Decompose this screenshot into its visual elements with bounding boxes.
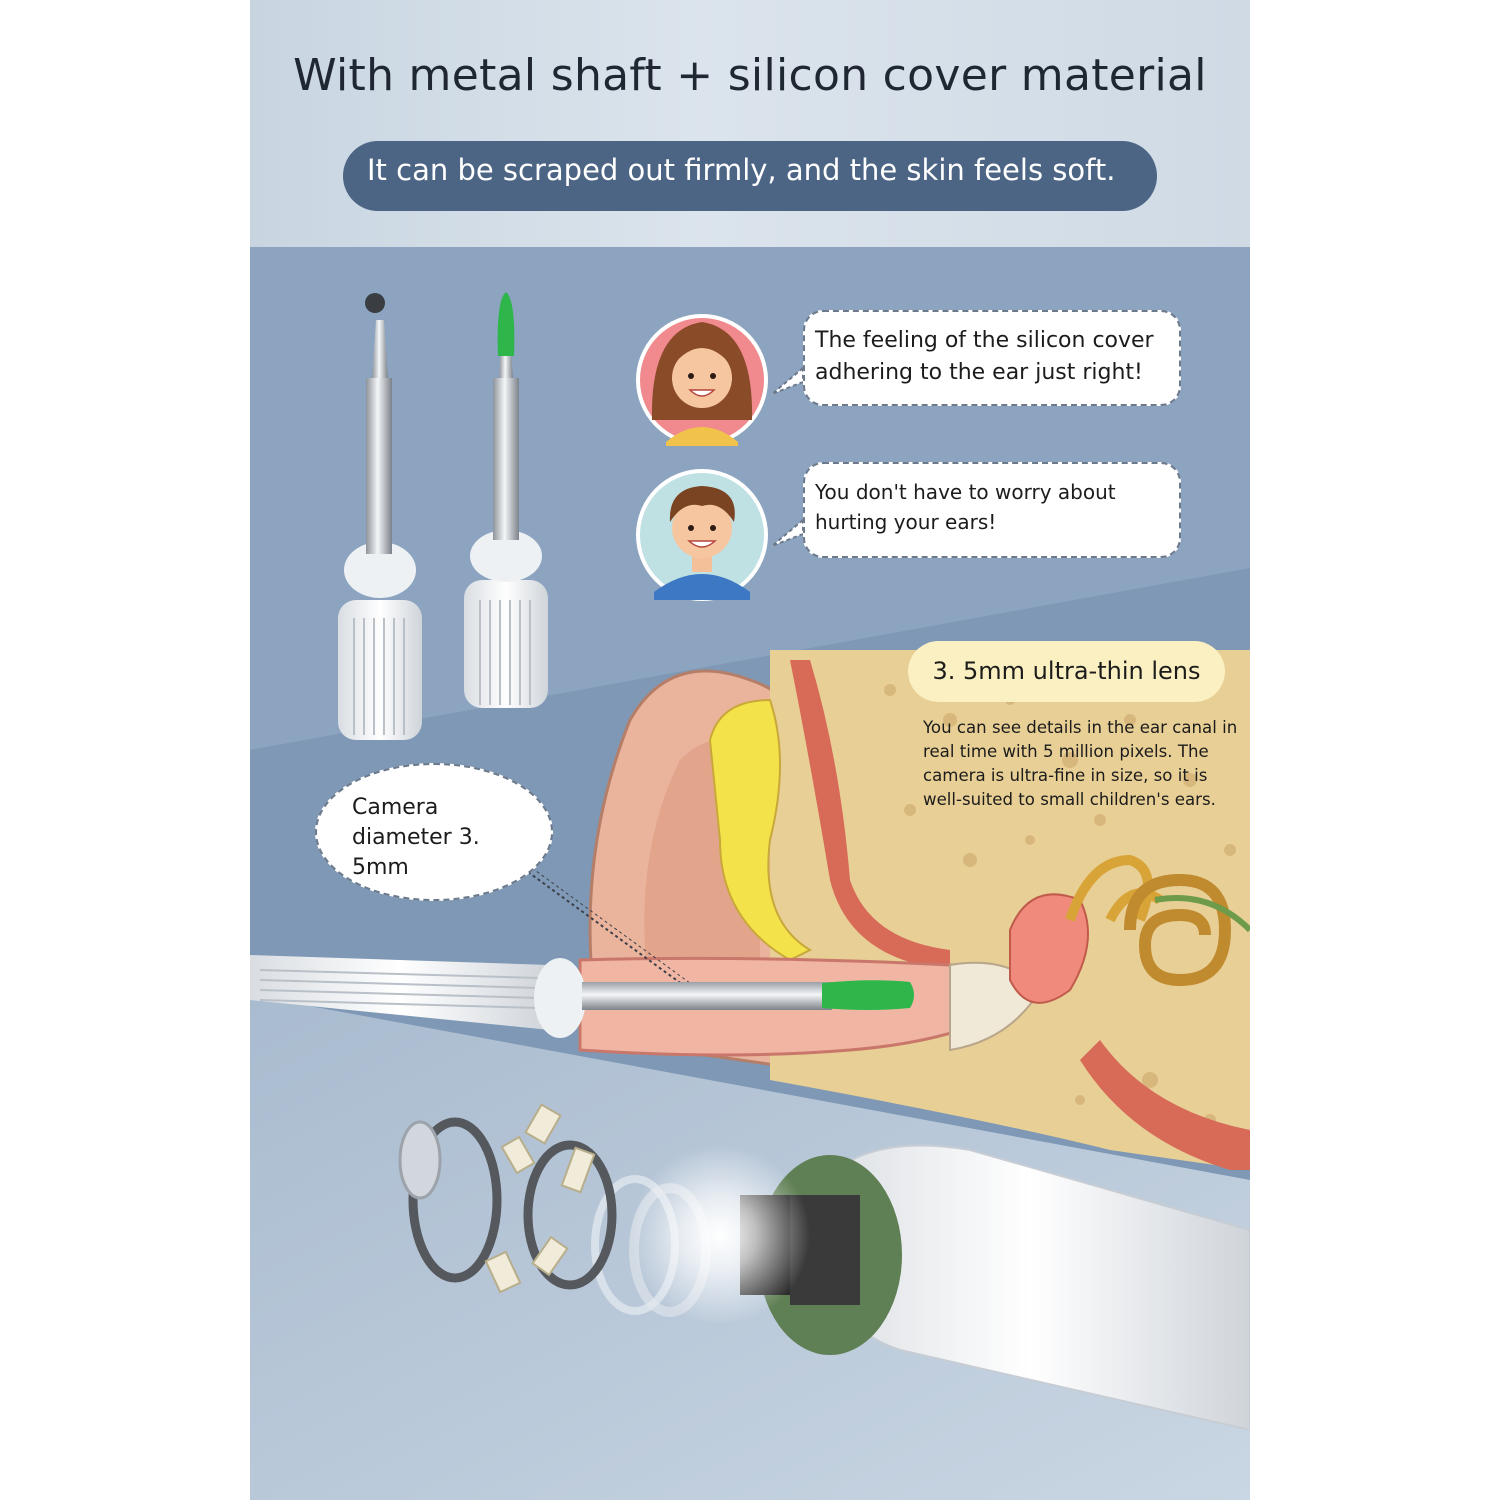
- testimonial-line: adhering to the ear just right!: [815, 360, 1143, 385]
- lens-title-pill: 3. 5mm ultra-thin lens: [908, 641, 1225, 702]
- headline: With metal shaft + silicon cover materia…: [293, 50, 1207, 101]
- cochlea: [1124, 873, 1232, 987]
- callout-line: 5mm: [352, 855, 409, 880]
- testimonial-line: You don't have to worry about: [815, 480, 1116, 504]
- testimonial-line: The feeling of the silicon cover: [815, 328, 1154, 353]
- handle-grip-lines: [353, 618, 405, 735]
- metal-ring: [523, 1140, 617, 1290]
- subheadline-pill: It can be scraped out firmly, and the sk…: [343, 141, 1157, 211]
- lens-description-line: camera is ultra-fine in size, so it is: [923, 766, 1208, 785]
- man-avatar: [636, 469, 768, 601]
- camera-module-exploded: [398, 1103, 1250, 1432]
- callout-line: Camera: [352, 795, 439, 820]
- metal-ring: [408, 1117, 502, 1283]
- testimonial-line: hurting your ears!: [815, 510, 997, 534]
- testimonial-bubble-1: The feeling of the silicon cover adherin…: [803, 310, 1181, 406]
- scoop-neck: [372, 320, 388, 378]
- metal-shaft: [366, 378, 392, 554]
- scoop-tip-tool: [338, 293, 422, 740]
- woman-avatar: [636, 314, 768, 446]
- metal-shaft: [493, 378, 519, 540]
- lens-description-line: You can see details in the ear canal in: [923, 718, 1238, 737]
- silicone-tip-tool: [464, 292, 548, 708]
- tool-handle: [338, 600, 422, 740]
- lens-description-line: well-suited to small children's ears.: [923, 790, 1216, 809]
- silicone-tip-icon: [497, 292, 515, 356]
- silicone-neck: [499, 352, 513, 378]
- handle-grip-lines: [479, 600, 531, 705]
- otoscope-horizontal: [250, 955, 914, 1038]
- scoop-tip-icon: [365, 293, 385, 313]
- lens-description-line: real time with 5 million pixels. The: [923, 742, 1209, 761]
- product-panel: With metal shaft + silicon cover materia…: [250, 0, 1250, 1500]
- subheadline-text: It can be scraped out firmly, and the sk…: [367, 153, 1116, 187]
- callout-line: diameter 3.: [352, 825, 480, 850]
- lens-description: You can see details in the ear canal in …: [923, 716, 1245, 812]
- ear-anatomy-illustration: [578, 650, 1250, 1170]
- tool-handle: [464, 580, 548, 708]
- silicone-tip-icon: [822, 980, 914, 1010]
- tool-collar: [344, 542, 416, 598]
- lens-cap: [398, 1120, 442, 1200]
- led-chips: [484, 1103, 596, 1294]
- camera-diameter-callout: Camera diameter 3. 5mm: [315, 763, 553, 901]
- led-flash: [630, 1145, 810, 1325]
- testimonial-bubble-2: You don't have to worry about hurting yo…: [803, 462, 1181, 558]
- header-band: With metal shaft + silicon cover materia…: [250, 0, 1250, 247]
- tool-collar: [470, 530, 542, 582]
